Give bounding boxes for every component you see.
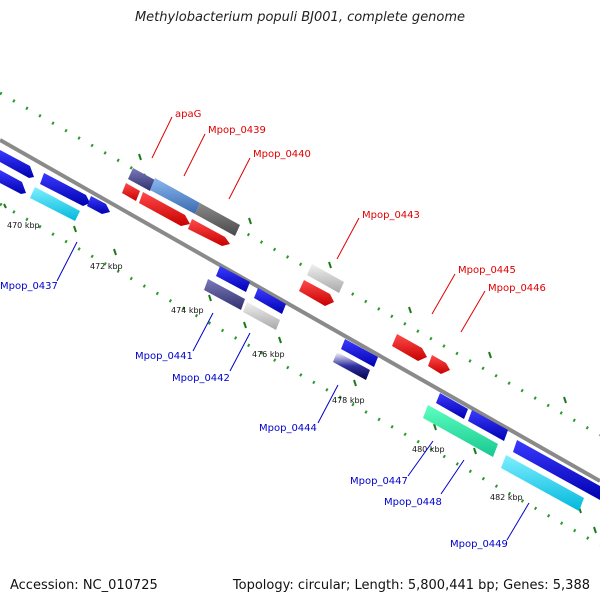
tick-label: 478 kbp	[332, 396, 365, 405]
gene-arrow-mpop-0447[interactable]	[423, 405, 498, 457]
gene-label-mpop-0443[interactable]: Mpop_0443	[362, 210, 420, 221]
gene-label-mpop-0439[interactable]: Mpop_0439	[208, 125, 266, 136]
gene-label-mpop-0447[interactable]: Mpop_0447	[350, 476, 408, 487]
accession-text: Accession: NC_010725	[10, 578, 158, 593]
gene-arrow[interactable]	[513, 440, 600, 500]
gene-arrow[interactable]	[254, 288, 286, 314]
gene-arrow[interactable]	[0, 150, 34, 178]
gene-label-mpop-0440[interactable]: Mpop_0440	[253, 149, 311, 160]
gene-arrow-apag[interactable]	[128, 168, 155, 191]
gene-arrow-mpop-0448[interactable]	[468, 410, 508, 441]
gene-arrow[interactable]	[307, 264, 344, 293]
tick-label: 470 kbp	[7, 221, 40, 230]
outer-dotted-ring	[0, 91, 600, 437]
tick-marks	[3, 203, 597, 534]
genome-summary-text: Topology: circular; Length: 5,800,441 bp…	[232, 578, 590, 593]
gene-arrow[interactable]	[122, 183, 140, 201]
gene-arrow[interactable]	[0, 170, 26, 194]
outer-tick-marks	[138, 153, 567, 404]
gene-arrow[interactable]	[188, 219, 230, 246]
gene-arrow-mpop-0444[interactable]	[333, 352, 370, 380]
tick-label: 476 kbp	[252, 350, 285, 359]
gene-arrow[interactable]	[216, 266, 250, 292]
gene-arrow[interactable]	[87, 196, 110, 214]
gene-arrow-mpop-0446[interactable]	[428, 355, 450, 374]
gene-label-mpop-0445[interactable]: Mpop_0445	[458, 265, 516, 276]
gene-arrow-mpop-0441[interactable]	[204, 279, 245, 310]
inner-dotted-ring	[0, 202, 600, 547]
gene-arrow-mpop-0449[interactable]	[501, 455, 584, 511]
gene-arrow-mpop-0442[interactable]	[243, 302, 280, 330]
gene-arrow[interactable]	[436, 393, 468, 419]
gene-label-mpop-0449[interactable]: Mpop_0449	[450, 539, 508, 550]
gene-arrow-mpop-0437[interactable]	[30, 187, 80, 221]
tick-label: 480 kbp	[412, 445, 445, 454]
gene-label-mpop-0442[interactable]: Mpop_0442	[172, 373, 230, 384]
gene-label-mpop-0437[interactable]: Mpop_0437	[0, 281, 58, 292]
label-leaders-top	[151, 116, 486, 333]
genome-backbone	[0, 138, 600, 483]
gene-label-mpop-0446[interactable]: Mpop_0446	[488, 283, 546, 294]
gene-arrow[interactable]	[341, 339, 378, 367]
gene-label-apag[interactable]: apaG	[175, 109, 201, 120]
label-leaders-bottom	[56, 241, 530, 541]
gene-arrow[interactable]	[40, 173, 90, 206]
gene-label-mpop-0441[interactable]: Mpop_0441	[135, 351, 193, 362]
gene-arrow-mpop-0445[interactable]	[392, 334, 427, 361]
map-title: Methylobacterium populi BJ001, complete …	[134, 10, 466, 25]
gene-arrow-mpop-0439[interactable]	[150, 178, 200, 214]
tick-label: 472 kbp	[90, 262, 123, 271]
gene-arrow-mpop-0440[interactable]	[139, 192, 190, 226]
tick-label: 474 kbp	[171, 306, 204, 315]
gene-label-mpop-0444[interactable]: Mpop_0444	[259, 423, 317, 434]
tick-label: 482 kbp	[490, 493, 523, 502]
gene-arrow-mpop-0443[interactable]	[299, 280, 334, 306]
gene-label-mpop-0448[interactable]: Mpop_0448	[384, 497, 442, 508]
gene-arrow[interactable]	[195, 203, 240, 236]
